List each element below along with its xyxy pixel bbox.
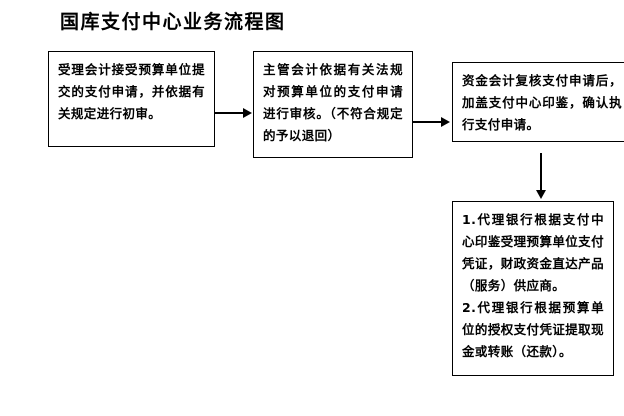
arrowhead-right-icon: [243, 108, 252, 118]
arrowhead-right-icon: [441, 117, 450, 127]
flowchart-node-intake-text: 受理会计接受预算单位提交的支付申请，并依据有关规定进行初审。: [58, 62, 205, 121]
connector-intake-to-review: [215, 112, 245, 114]
flowchart-node-review[interactable]: 主管会计依据有关法规对预算单位的支付申请进行审核。（不符合规定的予以退回）: [253, 51, 413, 158]
arrowhead-down-icon: [536, 190, 546, 199]
flowchart-node-review-text: 主管会计依据有关法规对预算单位的支付申请进行审核。（不符合规定的予以退回）: [263, 62, 403, 143]
connector-review-to-authorize: [413, 121, 442, 123]
flowchart-node-bank[interactable]: 1.代理银行根据支付中心印鉴受理预算单位支付凭证，财政资金直达产品（服务）供应商…: [452, 201, 614, 376]
page-title: 国库支付中心业务流程图: [60, 11, 286, 33]
flowchart-node-authorize-text: 资金会计复核支付申请后，加盖支付中心印鉴，确认执行支付申请。: [462, 73, 622, 132]
flowchart-node-bank-text: 1.代理银行根据支付中心印鉴受理预算单位支付凭证，财政资金直达产品（服务）供应商…: [462, 212, 604, 359]
connector-authorize-to-bank: [540, 153, 542, 192]
flowchart-node-authorize[interactable]: 资金会计复核支付申请后，加盖支付中心印鉴，确认执行支付申请。: [452, 62, 624, 142]
flowchart-node-intake[interactable]: 受理会计接受预算单位提交的支付申请，并依据有关规定进行初审。: [48, 51, 215, 147]
